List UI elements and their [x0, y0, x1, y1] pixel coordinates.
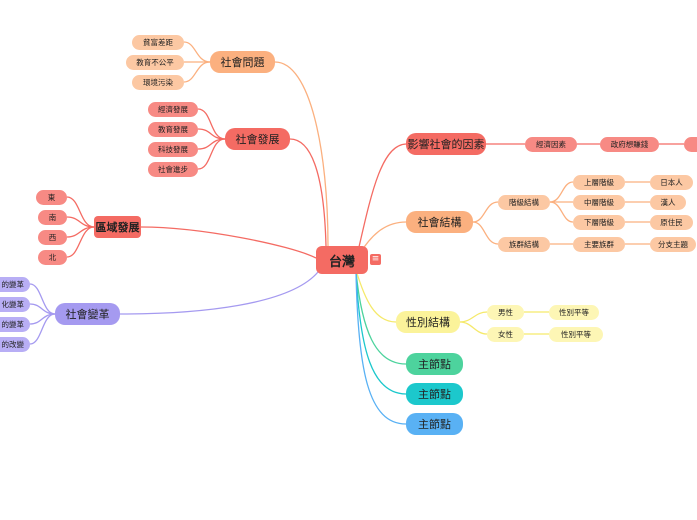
node-change-2[interactable]: 化變革	[0, 297, 30, 312]
node-north[interactable]: 北	[38, 250, 67, 265]
node-female[interactable]: 女性	[487, 327, 524, 342]
node-social-dev[interactable]: 社會發展	[225, 128, 290, 150]
node-tech-dev[interactable]: 科技發展	[148, 142, 198, 157]
node-government-policy[interactable]: 政府想賺錢	[600, 137, 659, 152]
node-econ-dev[interactable]: 經濟發展	[148, 102, 198, 117]
node-wealth-gap[interactable]: 貧富差距	[132, 35, 184, 50]
node-social-change[interactable]: 社會變革	[55, 303, 120, 325]
node-edu-dev[interactable]: 教育發展	[148, 122, 198, 137]
node-regional-dev[interactable]: 區域發展	[94, 216, 141, 238]
node-gender-structure[interactable]: 性別結構	[396, 311, 460, 333]
node-south[interactable]: 南	[38, 210, 67, 225]
node-pollution[interactable]: 環境污染	[132, 75, 184, 90]
node-lower-class[interactable]: 下層階級	[573, 215, 625, 230]
node-edu-unfair[interactable]: 教育不公平	[126, 55, 184, 70]
node-change-1[interactable]: 的變革	[0, 277, 30, 292]
node-sub-theme[interactable]: 分支主題	[650, 237, 696, 252]
node-influence[interactable]: 影響社會的因素	[406, 133, 486, 155]
node-upper-class[interactable]: 上層階級	[573, 175, 625, 190]
node-main-ethnic[interactable]: 主要族群	[573, 237, 625, 252]
node-middle-class[interactable]: 中層階級	[573, 195, 625, 210]
node-japanese[interactable]: 日本人	[650, 175, 693, 190]
menu-icon[interactable]: ≡	[370, 254, 381, 265]
node-equality-2[interactable]: 性別平等	[549, 327, 603, 342]
node-main-1[interactable]: 主節點	[406, 353, 463, 375]
node-social-progress[interactable]: 社會進步	[148, 162, 198, 177]
node-west[interactable]: 西	[38, 230, 67, 245]
node-change-4[interactable]: 的改變	[0, 337, 30, 352]
node-main-3[interactable]: 主節點	[406, 413, 463, 435]
node-social-structure[interactable]: 社會結構	[406, 211, 473, 233]
node-han[interactable]: 漢人	[650, 195, 686, 210]
node-change-3[interactable]: 的變革	[0, 317, 30, 332]
node-main-2[interactable]: 主節點	[406, 383, 463, 405]
node-male[interactable]: 男性	[487, 305, 524, 320]
node-east[interactable]: 東	[36, 190, 67, 205]
node-ethnic-structure[interactable]: 族群結構	[498, 237, 550, 252]
node-class-structure[interactable]: 階級結構	[498, 195, 550, 210]
node-cutoff[interactable]	[684, 137, 697, 152]
node-equality-1[interactable]: 性別平等	[549, 305, 599, 320]
root-node[interactable]: 台灣	[316, 246, 368, 274]
node-indigenous[interactable]: 原住民	[650, 215, 693, 230]
node-social-problems[interactable]: 社會問題	[210, 51, 275, 73]
node-economy-factor[interactable]: 經濟因素	[525, 137, 577, 152]
